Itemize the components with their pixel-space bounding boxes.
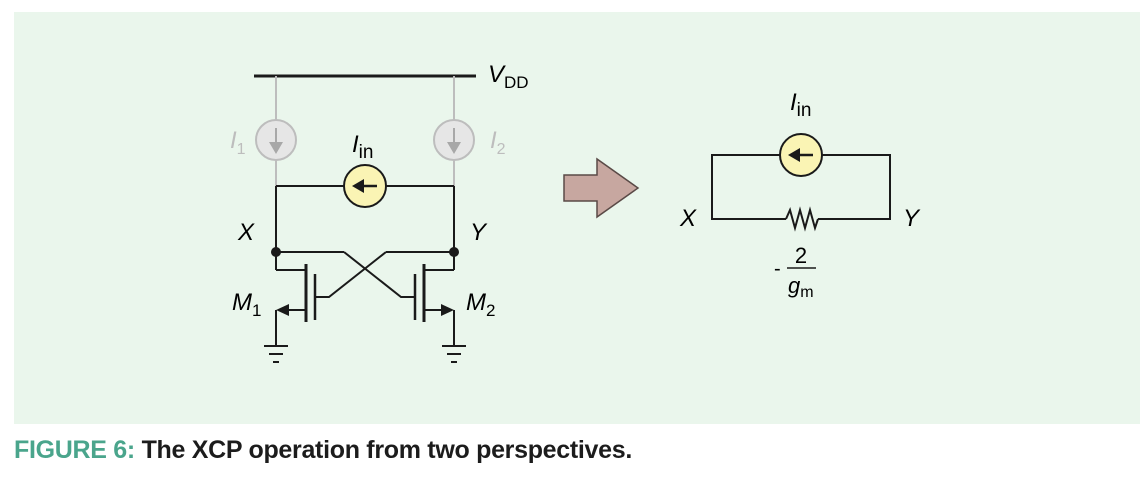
y-equivalent-label: Y bbox=[903, 205, 921, 232]
svg-text:2: 2 bbox=[795, 243, 807, 268]
transistor-m1 bbox=[275, 252, 317, 346]
vdd-label: VDD bbox=[488, 61, 529, 92]
i2-label: I2 bbox=[490, 127, 506, 158]
transform-arrow-icon bbox=[563, 157, 640, 219]
caption-text: The XCP operation from two perspectives. bbox=[141, 436, 633, 464]
i1-label: I1 bbox=[230, 127, 246, 158]
x-equivalent-label: X bbox=[679, 205, 697, 232]
ground-icon bbox=[264, 345, 288, 363]
xcp-diagram: VDD I1 I2 bbox=[230, 61, 921, 363]
equivalent-loop bbox=[711, 154, 891, 232]
current-source-iin-equivalent bbox=[779, 133, 823, 177]
node-x-label: X bbox=[237, 219, 255, 246]
svg-text:gm: gm bbox=[788, 273, 814, 301]
current-source-i2 bbox=[433, 76, 475, 186]
iin-equivalent-label: Iin bbox=[790, 89, 811, 121]
negative-resistance-label: - 2 gm bbox=[774, 243, 816, 301]
m1-source-arrow bbox=[276, 304, 289, 316]
current-source-iin bbox=[276, 164, 454, 208]
figure-label: FIGURE 6: bbox=[14, 436, 135, 464]
cross-coupling bbox=[276, 251, 454, 298]
transistor-m2 bbox=[413, 252, 455, 346]
m2-source-arrow bbox=[441, 304, 454, 316]
m2-label: M2 bbox=[466, 289, 495, 320]
current-source-i1 bbox=[255, 76, 297, 186]
svg-text:-: - bbox=[774, 258, 781, 280]
node-y-label: Y bbox=[470, 219, 488, 246]
ground-icon bbox=[442, 345, 466, 363]
figure-panel: VDD I1 I2 bbox=[14, 12, 1140, 424]
m1-label: M1 bbox=[232, 289, 261, 320]
iin-label: Iin bbox=[352, 131, 373, 163]
figure-caption: FIGURE 6: The XCP operation from two per… bbox=[14, 436, 632, 465]
